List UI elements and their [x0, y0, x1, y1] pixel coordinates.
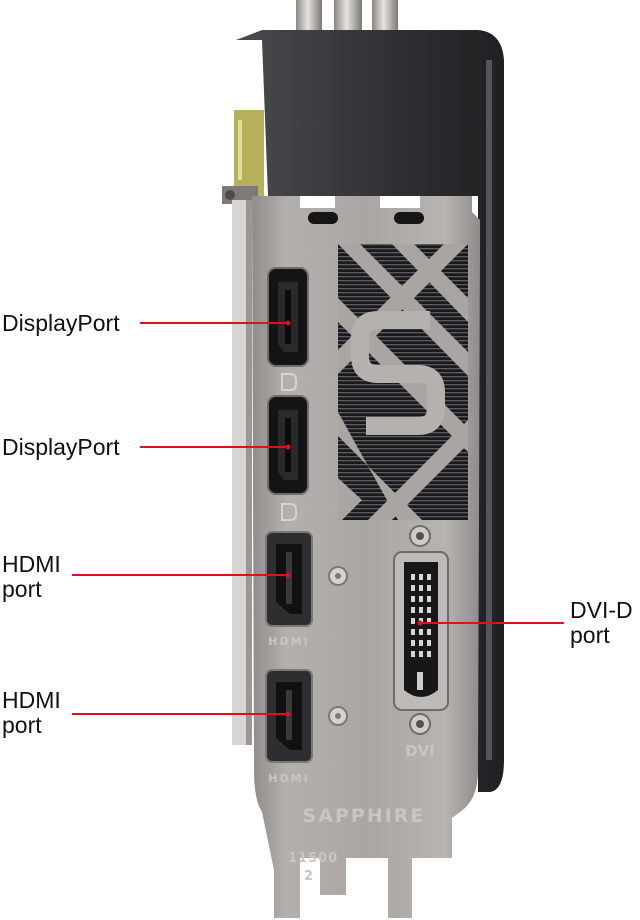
dvi-pin [427, 596, 431, 602]
dvi-pin [427, 574, 431, 580]
dvi-d-port [393, 525, 449, 735]
side-plate [232, 200, 250, 745]
bracket-slot-right [394, 212, 424, 224]
bracket-slot-left [308, 212, 338, 224]
displayport-logo-icon [281, 503, 297, 521]
callout-dvi-d: DVI-D port [570, 598, 633, 648]
hdmi-2-marking: HDMI [268, 772, 309, 785]
callout-text: port [570, 622, 610, 648]
sapphire-brand-marking: SAPPHIRE [303, 805, 426, 827]
callout-text: port [2, 576, 42, 602]
displayport-logo-icon [281, 373, 297, 391]
callout-displayport-1: DisplayPort [2, 311, 120, 336]
dvi-pin [411, 574, 415, 580]
callout-displayport-2: DisplayPort [2, 435, 120, 460]
screw-icon [328, 706, 348, 726]
dvi-pin [427, 618, 431, 624]
dvi-pin [427, 629, 431, 635]
screw-icon [328, 566, 348, 586]
displayport-1 [267, 267, 309, 367]
callout-text: DVI-D [570, 597, 633, 623]
leader-lines [72, 322, 564, 715]
dvi-pin [419, 651, 423, 657]
dvi-pin [419, 585, 423, 591]
dvi-pin [419, 596, 423, 602]
dvi-marking: DVI [405, 742, 435, 760]
hdmi-1-marking: HDMI [268, 635, 309, 648]
dvi-pin [411, 585, 415, 591]
vent-grille [338, 244, 468, 520]
callout-text: DisplayPort [2, 310, 120, 336]
callout-text: port [2, 712, 42, 738]
dvi-pin [427, 607, 431, 613]
sapphire-s-logo-icon [351, 311, 445, 435]
pcb-edge [222, 110, 264, 204]
callout-text: HDMI [2, 687, 61, 713]
dvi-pin [411, 640, 415, 646]
dvi-pin [411, 651, 415, 657]
dvi-pin [419, 629, 423, 635]
callout-text: DisplayPort [2, 434, 120, 460]
model-sub-marking: 2 [304, 869, 313, 884]
shroud-edge-highlight [486, 60, 492, 760]
dvi-pin [411, 607, 415, 613]
dvi-pin [411, 618, 415, 624]
dvi-pin [419, 607, 423, 613]
dvi-pin [411, 629, 415, 635]
dvi-pin [427, 651, 431, 657]
dvi-pin [419, 640, 423, 646]
hdmi-port-1 [265, 531, 313, 627]
dvi-pin [411, 596, 415, 602]
dvi-pin [427, 585, 431, 591]
callout-hdmi-1: HDMI port [2, 552, 61, 602]
heatpipes [296, 0, 398, 34]
model-marking: 11500 [288, 851, 338, 866]
callout-text: HDMI [2, 551, 61, 577]
dvi-pin [419, 574, 423, 580]
side-plate-shadow [246, 200, 252, 745]
leader-dots [285, 320, 423, 717]
cooler-shroud [236, 30, 504, 792]
callout-hdmi-2: HDMI port [2, 688, 61, 738]
dvi-pin [427, 640, 431, 646]
